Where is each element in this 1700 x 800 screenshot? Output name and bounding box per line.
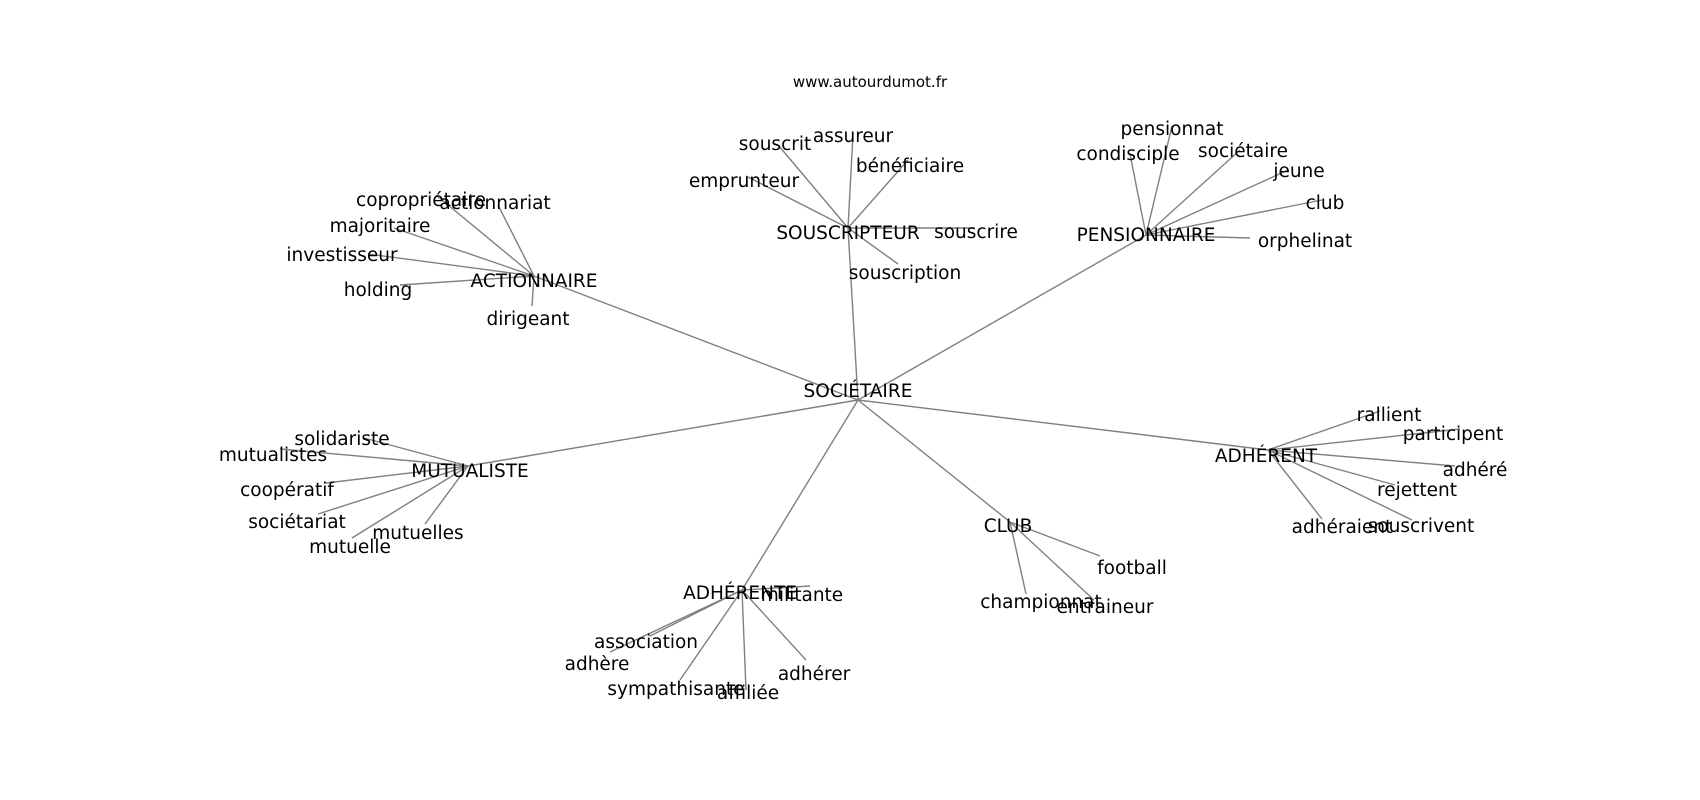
edge-actionnaire-leaf	[393, 227, 535, 277]
leaf-node-adherent: souscrivent	[1368, 516, 1475, 537]
hub-node-adherent: ADHÉRENT	[1215, 445, 1318, 467]
edge-center-pensionnaire	[857, 234, 1147, 401]
leaf-node-adherente: militante	[761, 585, 843, 606]
leaf-node-actionnaire: holding	[344, 280, 413, 301]
leaf-node-adherent: rallient	[1357, 405, 1422, 426]
leaf-node-souscripteur: souscrire	[934, 222, 1018, 243]
edge-actionnaire-leaf	[435, 194, 535, 277]
leaf-node-mutualiste: coopératif	[240, 480, 334, 501]
leaf-node-adherent: rejettent	[1377, 480, 1457, 501]
edge-mutualiste-leaf	[279, 448, 469, 467]
edge-center-souscripteur	[847, 227, 859, 401]
edge-pensionnaire-leaf	[1145, 234, 1251, 239]
edge-adherente-leaf	[609, 589, 743, 653]
hub-node-adherente: ADHÉRENTE	[683, 582, 797, 604]
leaf-node-pensionnaire: condisciple	[1076, 144, 1179, 165]
edge-center-adherent	[857, 399, 1269, 451]
leaf-node-mutualiste: mutuelles	[372, 523, 463, 544]
edge-adherent-leaf	[1267, 428, 1461, 451]
edge-center-mutualiste	[467, 399, 859, 467]
leaf-node-pensionnaire: sociétaire	[1198, 141, 1288, 162]
leaf-node-adherent: adhéraient	[1292, 517, 1393, 538]
edge-actionnaire-leaf	[399, 275, 535, 286]
edge-club-leaf	[1009, 521, 1095, 601]
leaf-node-club: football	[1097, 558, 1167, 579]
edge-souscripteur-leaf	[778, 145, 849, 229]
leaf-node-adherente: affiliée	[717, 683, 779, 704]
edges-layer	[279, 125, 1461, 691]
edge-adherent-leaf	[1267, 449, 1323, 520]
edge-adherent-leaf	[1267, 449, 1456, 467]
leaf-node-mutualiste: mutualistes	[219, 445, 327, 466]
edge-adherente-leaf	[741, 589, 747, 691]
edge-center-adherente	[741, 399, 859, 591]
edge-pensionnaire-leaf	[1145, 125, 1173, 236]
leaf-node-actionnaire: investisseur	[286, 245, 398, 266]
leaf-node-souscripteur: bénéficiaire	[856, 156, 964, 177]
edge-club-leaf	[1009, 521, 1027, 595]
edge-mutualiste-leaf	[317, 465, 469, 515]
edge-mutualiste-leaf	[351, 465, 469, 539]
leaf-node-pensionnaire: orphelinat	[1258, 231, 1352, 252]
edge-adherente-leaf	[679, 589, 743, 681]
leaf-node-actionnaire: copropriétaire	[356, 190, 486, 211]
leaf-node-actionnaire: majoritaire	[330, 216, 431, 237]
leaf-node-pensionnaire: jeune	[1272, 161, 1324, 182]
hub-node-actionnaire: ACTIONNAIRE	[471, 271, 598, 292]
labels-layer: www.autourdumot.fr SOCIÉTAIRE SOUSCRIPTEU…	[219, 73, 1508, 704]
edge-adherent-leaf	[1267, 410, 1381, 451]
leaf-node-adherente: adhère	[565, 654, 630, 675]
edge-center-club	[857, 399, 1011, 523]
hub-node-club: CLUB	[984, 516, 1033, 537]
hub-node-mutualiste: MUTUALISTE	[411, 461, 529, 482]
center-node-label: SOCIÉTAIRE	[804, 380, 913, 402]
edge-pensionnaire-leaf	[1129, 153, 1147, 236]
leaf-node-adherente: adhérer	[778, 664, 851, 685]
leaf-node-pensionnaire: pensionnat	[1121, 119, 1224, 140]
edge-adherente-leaf	[741, 589, 807, 661]
edge-mutualiste-leaf	[325, 465, 469, 484]
edge-adherente-leaf	[741, 585, 811, 591]
leaf-node-adherente: association	[594, 632, 698, 653]
edge-mutualiste-leaf	[424, 465, 469, 525]
edge-pensionnaire-leaf	[1145, 149, 1241, 236]
edge-souscripteur-leaf	[745, 175, 849, 229]
leaf-node-adherent: participent	[1403, 424, 1504, 445]
leaf-node-mutualiste: solidariste	[294, 429, 389, 450]
hub-node-pensionnaire: PENSIONNAIRE	[1077, 225, 1216, 246]
leaf-node-club: championnat	[980, 592, 1102, 613]
edge-adherent-leaf	[1267, 449, 1396, 486]
edge-club-leaf	[1009, 521, 1101, 557]
edge-souscripteur-leaf	[847, 227, 899, 265]
leaf-node-souscripteur: souscrit	[739, 134, 812, 155]
source-label: www.autourdumot.fr	[793, 73, 948, 91]
leaf-node-souscripteur: assureur	[813, 126, 894, 147]
edge-center-actionnaire	[533, 275, 859, 401]
leaf-node-mutualiste: sociétariat	[248, 512, 346, 533]
leaf-node-souscripteur: emprunteur	[689, 171, 800, 192]
leaf-node-actionnaire: actionnariat	[439, 193, 550, 214]
leaf-node-souscripteur: souscription	[849, 263, 961, 284]
edge-mutualiste-leaf	[363, 437, 469, 467]
leaf-node-actionnaire: dirigeant	[486, 309, 569, 330]
edge-actionnaire-leaf	[531, 275, 535, 307]
edge-pensionnaire-leaf	[1145, 199, 1323, 236]
edge-souscripteur-leaf	[847, 159, 909, 229]
edge-actionnaire-leaf	[497, 204, 535, 277]
leaf-node-mutualiste: mutuelle	[309, 537, 391, 558]
edge-pensionnaire-leaf	[1145, 169, 1289, 236]
edge-actionnaire-leaf	[367, 253, 535, 277]
leaf-node-pensionnaire: club	[1306, 193, 1345, 214]
leaf-node-club: entraineur	[1057, 597, 1154, 618]
leaf-node-adherente: sympathisante	[607, 679, 744, 700]
hub-node-souscripteur: SOUSCRIPTEUR	[776, 223, 920, 244]
leaf-node-adherent: adhéré	[1443, 460, 1508, 481]
edge-souscripteur-leaf	[847, 133, 854, 229]
edge-adherent-leaf	[1267, 449, 1413, 521]
